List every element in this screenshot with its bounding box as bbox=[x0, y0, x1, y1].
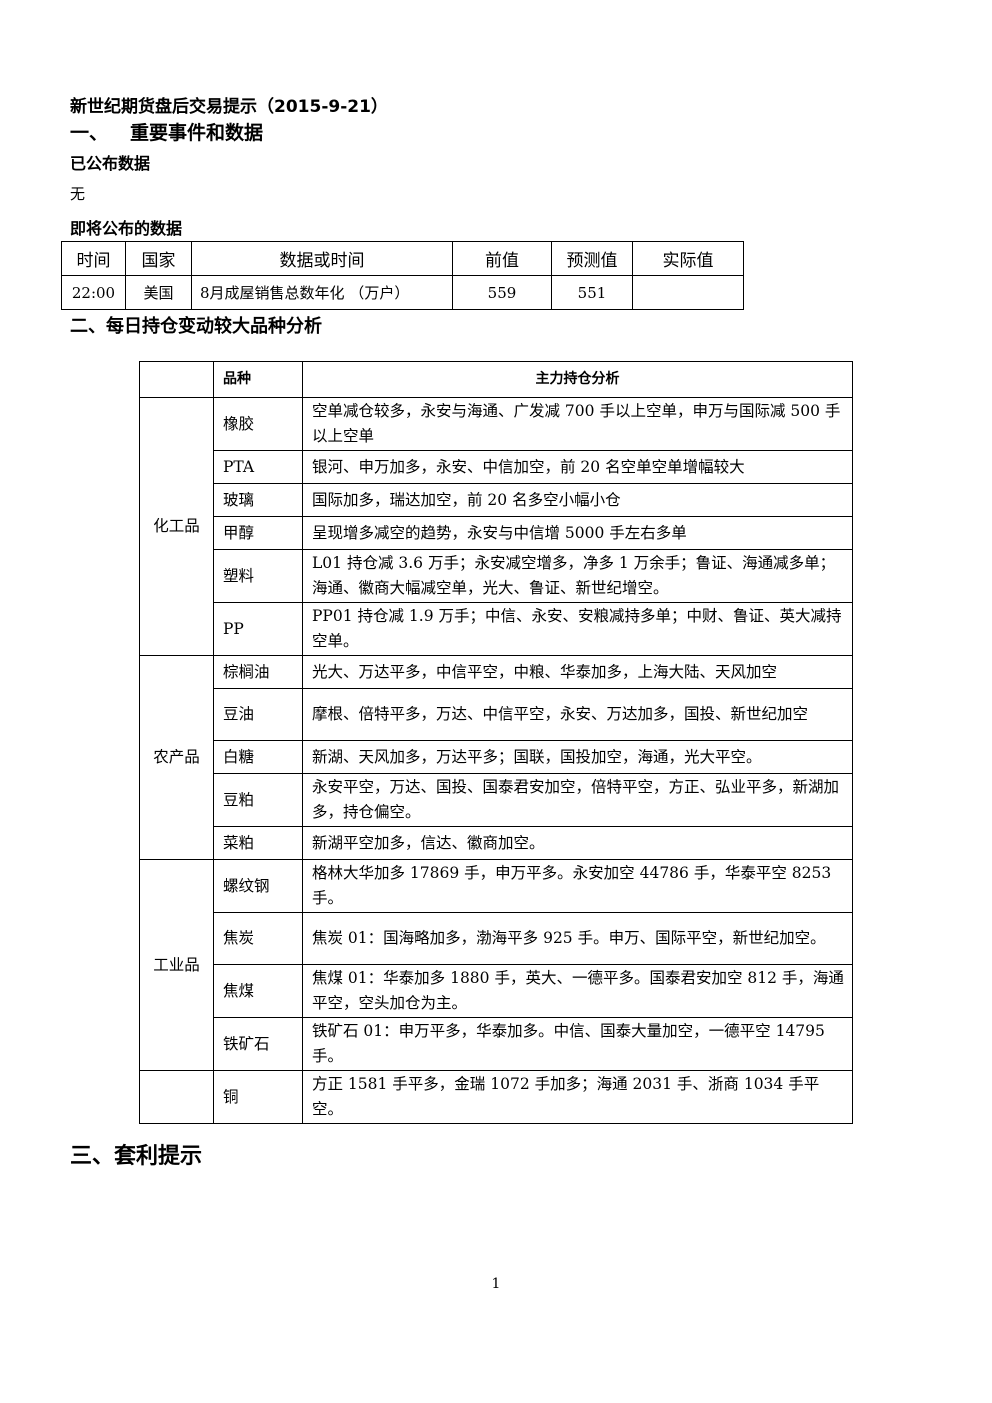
analysis-cell: 方正 1581 手平多，金瑞 1072 手加多；海通 2031 手、浙商 103… bbox=[302, 1070, 853, 1124]
table-row: 铁矿石铁矿石 01：申万平多，华泰加多。中信、国泰大量加空，一德平空 14795… bbox=[140, 1017, 853, 1071]
header-variety: 品种 bbox=[213, 361, 303, 398]
section-1-number: 一、 bbox=[70, 122, 109, 144]
category-cell: 农产品 bbox=[139, 655, 214, 860]
analysis-cell: 空单减仓较多，永安与海通、广发减 700 手以上空单，申万与国际减 500 手以… bbox=[302, 397, 853, 451]
category-cell: 化工品 bbox=[139, 397, 214, 656]
table-row: 玻璃国际加多，瑞达加空，前 20 名多空小幅小仓 bbox=[140, 483, 853, 517]
section-2-heading: 二、每日持仓变动较大品种分析 bbox=[70, 316, 322, 337]
table-row: 工业品螺纹钢格林大华加多 17869 手，申万平多。永安加空 44786 手，华… bbox=[139, 859, 853, 1071]
table-header-row: 时间 国家 数据或时间 前值 预测值 实际值 bbox=[61, 241, 744, 276]
analysis-cell: 银河、申万加多，永安、中信加空，前 20 名空单空单增幅较大 bbox=[302, 450, 853, 484]
table-row: 铜方正 1581 手平多，金瑞 1072 手加多；海通 2031 手、浙商 10… bbox=[139, 1070, 853, 1124]
analysis-cell: 光大、万达平多，中信平空，中粮、华泰加多，上海大陆、天风加空 bbox=[302, 655, 853, 689]
variety-cell: 橡胶 bbox=[213, 397, 303, 451]
analysis-cell: 焦煤 01：华泰加多 1880 手，英大、一德平多。国泰君安加空 812 手，海… bbox=[302, 964, 853, 1018]
cell-forecast: 551 bbox=[551, 275, 633, 310]
category-cell: 工业品 bbox=[139, 859, 214, 1071]
positions-header-row: 品种 主力持仓分析 bbox=[139, 361, 853, 398]
table-row: 白糖新湖、天风加多，万达平多；国联，国投加空，海通，光大平空。 bbox=[140, 740, 853, 774]
variety-cell: PTA bbox=[213, 450, 303, 484]
analysis-cell: L01 持仓减 3.6 万手；永安减空增多，净多 1 万余手；鲁证、海通减多单；… bbox=[302, 549, 853, 603]
cell-time: 22:00 bbox=[61, 275, 126, 310]
table-row: 化工品橡胶空单减仓较多，永安与海通、广发减 700 手以上空单，申万与国际减 5… bbox=[139, 397, 853, 656]
header-previous: 前值 bbox=[452, 241, 552, 276]
section-1-title: 重要事件和数据 bbox=[130, 122, 264, 144]
header-time: 时间 bbox=[61, 241, 126, 276]
analysis-cell: 新湖、天风加多，万达平多；国联，国投加空，海通，光大平空。 bbox=[302, 740, 853, 774]
released-data-heading: 已公布数据 bbox=[70, 154, 151, 173]
analysis-cell: 国际加多，瑞达加空，前 20 名多空小幅小仓 bbox=[302, 483, 853, 517]
analysis-cell: 摩根、倍特平多，万达、中信平空，永安、万达加多，国投、新世纪加空 bbox=[302, 688, 853, 741]
variety-cell: 豆粕 bbox=[213, 773, 303, 827]
cell-country: 美国 bbox=[125, 275, 192, 310]
table-row: 农产品棕榈油光大、万达平多，中信平空，中粮、华泰加多，上海大陆、天风加空 bbox=[139, 655, 853, 860]
upcoming-data-table: 时间 国家 数据或时间 前值 预测值 实际值 22:00 美国 8月成屋销售总数… bbox=[61, 241, 744, 310]
header-data: 数据或时间 bbox=[191, 241, 453, 276]
header-actual: 实际值 bbox=[632, 241, 744, 276]
table-row: 甲醇呈现增多减空的趋势，永安与中信增 5000 手左右多单 bbox=[140, 516, 853, 550]
variety-cell: PP bbox=[213, 602, 303, 656]
analysis-cell: 焦炭 01：国海略加多，渤海平多 925 手。申万、国际平空，新世纪加空。 bbox=[302, 912, 853, 965]
analysis-cell: PP01 持仓减 1.9 万手；中信、永安、安粮减持多单；中财、鲁证、英大减持空… bbox=[302, 602, 853, 656]
analysis-cell: 永安平空，万达、国投、国泰君安加空，倍特平空，方正、弘业平多，新湖加多，持仓偏空… bbox=[302, 773, 853, 827]
table-row: 焦煤焦煤 01：华泰加多 1880 手，英大、一德平多。国泰君安加空 812 手… bbox=[140, 964, 853, 1018]
table-row: 22:00 美国 8月成屋销售总数年化 （万户） 559 551 bbox=[61, 275, 744, 310]
variety-cell: 焦煤 bbox=[213, 964, 303, 1018]
table-row: 焦炭焦炭 01：国海略加多，渤海平多 925 手。申万、国际平空，新世纪加空。 bbox=[140, 912, 853, 965]
upcoming-data-heading: 即将公布的数据 bbox=[70, 219, 183, 238]
variety-cell: 菜粕 bbox=[213, 826, 303, 860]
variety-cell: 焦炭 bbox=[213, 912, 303, 965]
section-1-heading: 一、重要事件和数据 bbox=[70, 118, 263, 145]
analysis-cell: 铁矿石 01：申万平多，华泰加多。中信、国泰大量加空，一德平空 14795 手。 bbox=[302, 1017, 853, 1071]
analysis-cell: 呈现增多减空的趋势，永安与中信增 5000 手左右多单 bbox=[302, 516, 853, 550]
analysis-cell: 格林大华加多 17869 手，申万平多。永安加空 44786 手，华泰平空 82… bbox=[302, 859, 853, 913]
variety-cell: 铁矿石 bbox=[213, 1017, 303, 1071]
header-forecast: 预测值 bbox=[551, 241, 633, 276]
page-number: 1 bbox=[491, 1276, 501, 1292]
table-row: 豆油摩根、倍特平多，万达、中信平空，永安、万达加多，国投、新世纪加空 bbox=[140, 688, 853, 741]
released-data-content: 无 bbox=[70, 185, 86, 203]
table-row: 菜粕新湖平空加多，信达、徽商加空。 bbox=[140, 826, 853, 860]
positions-table: 品种 主力持仓分析 化工品橡胶空单减仓较多，永安与海通、广发减 700 手以上空… bbox=[139, 361, 853, 1124]
header-category bbox=[139, 361, 214, 398]
variety-cell: 白糖 bbox=[213, 740, 303, 774]
cell-actual bbox=[632, 275, 744, 310]
variety-cell: 甲醇 bbox=[213, 516, 303, 550]
document-title: 新世纪期货盘后交易提示（2015-9-21） bbox=[70, 97, 388, 117]
variety-cell: 铜 bbox=[213, 1070, 303, 1124]
header-analysis: 主力持仓分析 bbox=[302, 361, 853, 398]
section-3-heading: 三、套利提示 bbox=[70, 1144, 203, 1169]
variety-cell: 螺纹钢 bbox=[213, 859, 303, 913]
table-row: 豆粕永安平空，万达、国投、国泰君安加空，倍特平空，方正、弘业平多，新湖加多，持仓… bbox=[140, 773, 853, 827]
category-cell bbox=[139, 1070, 214, 1124]
header-country: 国家 bbox=[125, 241, 192, 276]
analysis-cell: 新湖平空加多，信达、徽商加空。 bbox=[302, 826, 853, 860]
variety-cell: 玻璃 bbox=[213, 483, 303, 517]
cell-data: 8月成屋销售总数年化 （万户） bbox=[191, 275, 453, 310]
variety-cell: 豆油 bbox=[213, 688, 303, 741]
cell-previous: 559 bbox=[452, 275, 552, 310]
variety-cell: 塑料 bbox=[213, 549, 303, 603]
variety-cell: 棕榈油 bbox=[213, 655, 303, 689]
